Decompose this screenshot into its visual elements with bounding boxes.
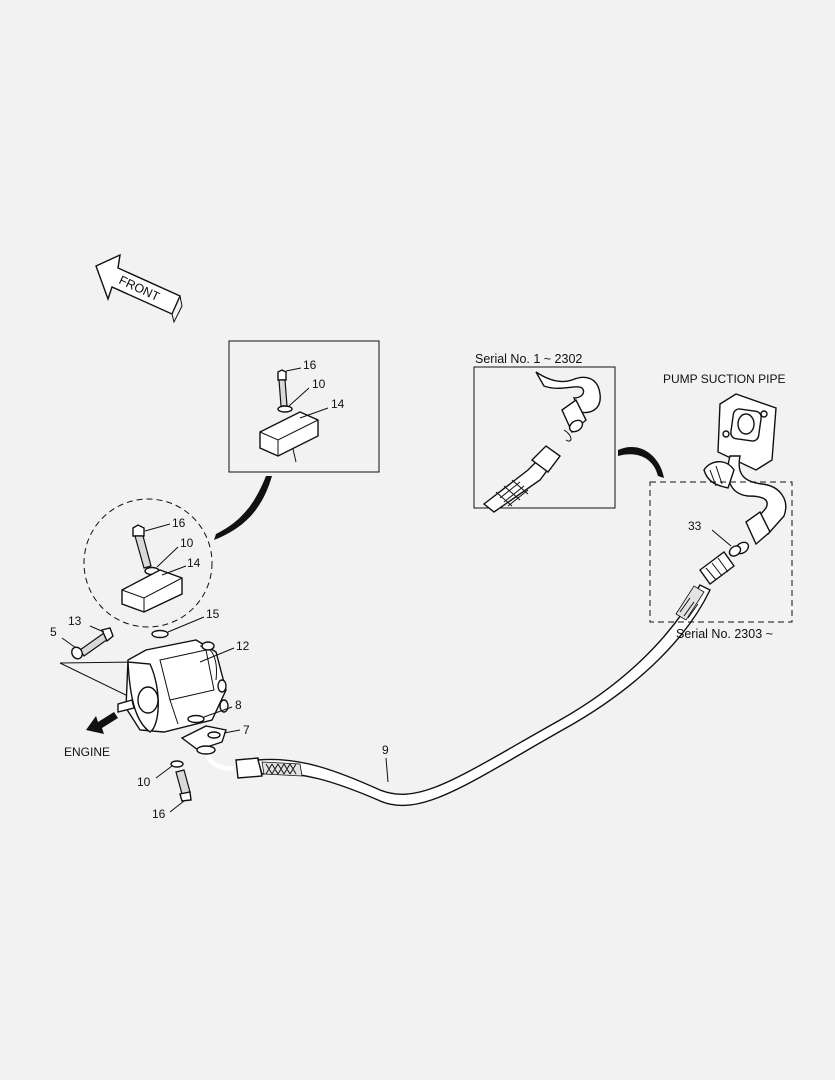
detail-box-top: 16 10 14 [228, 340, 380, 473]
leader-curve-left [214, 476, 272, 540]
pump-12: 12 [117, 639, 250, 733]
callout-12: 12 [236, 639, 250, 653]
callout-14: 14 [331, 397, 345, 411]
bolt-shank [278, 379, 288, 407]
hose-9: 9 [196, 551, 735, 807]
callout-16: 16 [303, 358, 317, 372]
callout-10: 10 [180, 536, 194, 550]
oring-15 [151, 629, 169, 639]
engine-arrow: ENGINE [64, 712, 118, 759]
detail-circle: 16 10 14 [83, 498, 213, 628]
callout-7: 7 [243, 723, 250, 737]
callout-5: 5 [50, 625, 57, 639]
oring-33 [728, 545, 742, 557]
callout-10: 10 [137, 775, 151, 789]
callout-10: 10 [312, 377, 326, 391]
callout-16: 16 [152, 807, 166, 821]
callout-33: 33 [688, 519, 702, 533]
inset-late-title: Serial No. 2303 ~ [676, 627, 773, 641]
bolt-16-lower: 10 16 [137, 760, 192, 821]
washer [277, 405, 293, 413]
front-arrow: FRONT [95, 253, 183, 324]
callout-14: 14 [187, 556, 201, 570]
oring-8 [187, 714, 205, 724]
callout-16: 16 [172, 516, 186, 530]
inset-early-serial: Serial No. 1 ~ 2302 [473, 352, 616, 513]
pump-suction-label: PUMP SUCTION PIPE [663, 372, 785, 386]
bolt-13: 13 5 [50, 614, 139, 699]
leader-curve-right [618, 446, 664, 478]
engine-label: ENGINE [64, 745, 110, 759]
pump-suction-pipe: PUMP SUCTION PIPE [663, 372, 787, 555]
inset-early-title: Serial No. 1 ~ 2302 [475, 352, 582, 366]
callout-9: 9 [382, 743, 389, 757]
bolt-head [277, 369, 287, 381]
callout-8: 8 [235, 698, 242, 712]
callout-15: 15 [206, 607, 220, 621]
inset-late-serial: 33 Serial No. 2303 ~ [649, 481, 793, 641]
callout-13: 13 [68, 614, 82, 628]
flange-7: 7 [180, 723, 250, 751]
